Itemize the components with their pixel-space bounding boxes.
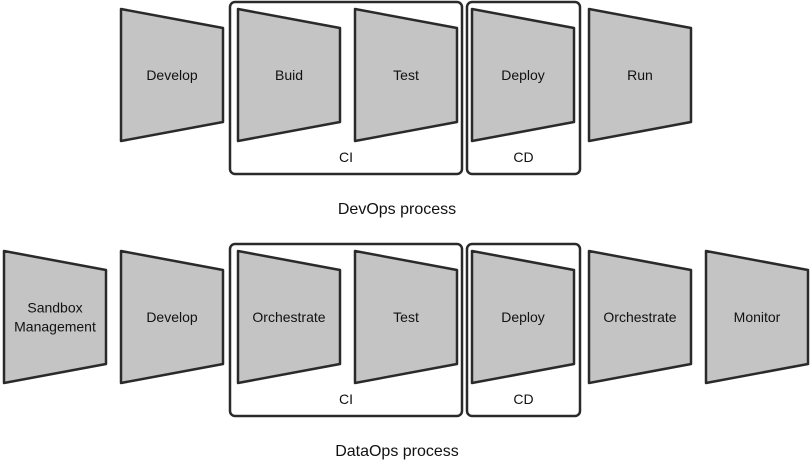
devops-stage-label: Develop	[146, 67, 198, 83]
devops-stage-label: Buid	[275, 67, 303, 83]
devops-group-label: CD	[513, 149, 533, 165]
devops-stage-test: Test	[353, 7, 459, 143]
dataops-group-box	[228, 242, 464, 418]
dataops-stage-monitor: Monitor	[704, 249, 810, 385]
devops-group-label: CI	[339, 149, 353, 165]
dataops-stage-shape	[119, 249, 225, 385]
dataops-stage-shape	[587, 249, 693, 385]
dataops-group-ci: CI	[228, 242, 464, 418]
devops-stage-label: Test	[393, 67, 419, 83]
dataops-stage-label: Deploy	[501, 309, 545, 325]
dataops-stage-develop: Develop	[119, 249, 225, 385]
devops-stage-buid: Buid	[236, 7, 342, 143]
devops-stage-develop: Develop	[119, 7, 225, 143]
devops-stage-label: Run	[627, 67, 653, 83]
dataops-stage-shape	[704, 249, 810, 385]
devops-process-title: DevOps process	[338, 201, 456, 218]
devops-stage-deploy: Deploy	[470, 7, 576, 143]
devops-stage-shape	[236, 7, 342, 143]
dataops-stage-test: Test	[353, 249, 459, 385]
devops-group-cd: CD	[465, 0, 582, 176]
devops-stage-run: Run	[587, 7, 693, 143]
devops-group-ci: CI	[228, 0, 464, 176]
dataops-stage-shape	[236, 249, 342, 385]
dataops-stage-label: Management	[14, 319, 96, 335]
dataops-stage-shape	[2, 249, 108, 385]
dataops-group-label: CD	[513, 391, 533, 407]
dataops-stage-label: Develop	[146, 309, 198, 325]
dataops-stage-label: Orchestrate	[603, 309, 676, 325]
dataops-stage-label: Test	[393, 309, 419, 325]
devops-stage-shape	[587, 7, 693, 143]
dataops-group-box	[465, 242, 582, 418]
dataops-stage-label: Orchestrate	[252, 309, 325, 325]
dataops-stage-shape	[353, 249, 459, 385]
dataops-group-cd: CD	[465, 242, 582, 418]
dataops-process-title: DataOps process	[335, 443, 459, 460]
devops-stage-shape	[119, 7, 225, 143]
devops-stage-shape	[353, 7, 459, 143]
dataops-stage-orchestrate: Orchestrate	[587, 249, 693, 385]
devops-group-box	[228, 0, 464, 176]
devops-stage-shape	[470, 7, 576, 143]
dataops-stage-orchestrate: Orchestrate	[236, 249, 342, 385]
devops-group-box	[465, 0, 582, 176]
dataops-stage-label: Monitor	[734, 309, 781, 325]
devops-stage-label: Deploy	[501, 67, 545, 83]
dataops-stage-label: Sandbox	[27, 300, 82, 316]
dataops-group-label: CI	[339, 391, 353, 407]
dataops-stage-deploy: Deploy	[470, 249, 576, 385]
dataops-stage-shape	[470, 249, 576, 385]
